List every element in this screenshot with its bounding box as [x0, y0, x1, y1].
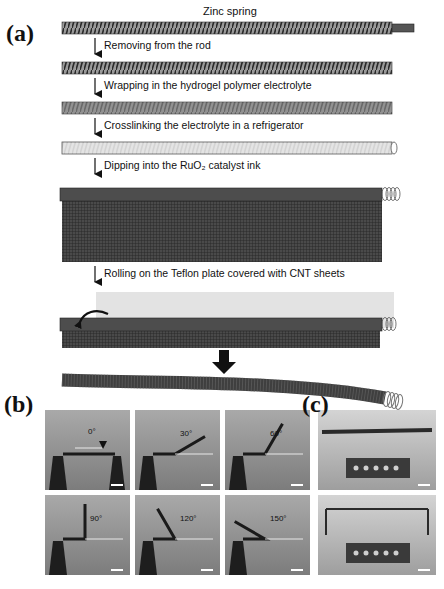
- step-caption: Zinc spring: [203, 5, 257, 17]
- panel-letter: (a): [6, 20, 34, 46]
- angle-label: 30°: [180, 430, 192, 439]
- panel-letter: (b): [4, 391, 33, 417]
- angle-label: 120°: [180, 515, 197, 524]
- angle-label: 0°: [88, 428, 96, 437]
- step-caption: Dipping into the RuO₂ catalyst ink: [104, 160, 260, 172]
- panel-letter: (c): [302, 391, 329, 417]
- angle-label: 60°: [270, 430, 282, 439]
- angle-label: 150°: [270, 515, 287, 524]
- step-caption: Wrapping in the hydrogel polymer electro…: [104, 80, 312, 92]
- step-caption: Crosslinking the electrolyte in a refrig…: [104, 120, 304, 132]
- step-caption: Rolling on the Teflon plate covered with…: [104, 268, 345, 280]
- angle-label: 90°: [90, 515, 102, 524]
- step-caption: Removing from the rod: [104, 40, 211, 52]
